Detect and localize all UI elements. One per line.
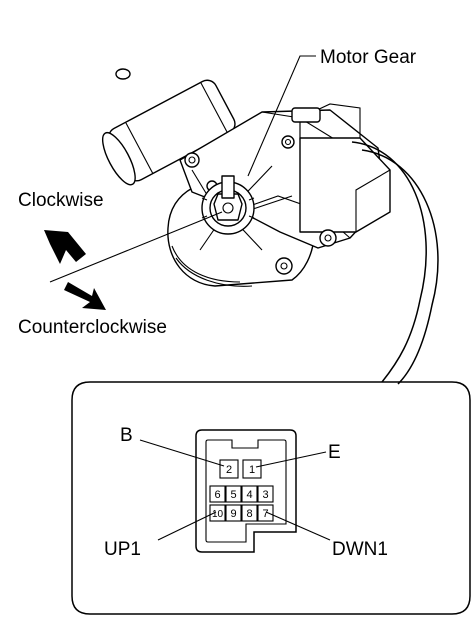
pin-label-4: 4: [246, 489, 252, 501]
clockwise-arrow-icon: [44, 230, 86, 264]
pin-label-9: 9: [230, 508, 236, 520]
terminal-b-label: B: [120, 425, 133, 446]
pin-label-10: 10: [212, 509, 224, 520]
pin-label-2: 2: [226, 464, 232, 476]
motor-gear: [201, 175, 255, 235]
counterclockwise-arrow-icon: [64, 282, 106, 310]
b-leader: [139, 439, 225, 467]
motor-gear-label: Motor Gear: [320, 47, 417, 68]
terminal-dwn1-label: DWN1: [332, 539, 388, 560]
power-window-motor: [101, 68, 439, 385]
clockwise-label: Clockwise: [18, 190, 104, 211]
pin-label-7: 7: [262, 508, 268, 520]
terminal-up1-label: UP1: [104, 539, 141, 560]
e-leader: [255, 451, 327, 468]
rotation-leader-line: [49, 211, 223, 283]
connector-face: 2 1 6 5 4 3 10 9 8 7: [195, 429, 297, 553]
pin-label-8: 8: [246, 508, 252, 520]
pin-label-6: 6: [214, 489, 220, 501]
dwn1-leader: [265, 511, 331, 541]
motor-gear-leader: [247, 55, 316, 177]
up1-leader: [157, 511, 217, 541]
terminal-e-label: E: [328, 442, 341, 463]
counterclockwise-label: Counterclockwise: [18, 317, 167, 338]
connector-inset-frame: [71, 381, 471, 615]
pin-label-5: 5: [230, 489, 236, 501]
pin-label-3: 3: [262, 489, 268, 501]
pin-label-1: 1: [249, 464, 255, 476]
